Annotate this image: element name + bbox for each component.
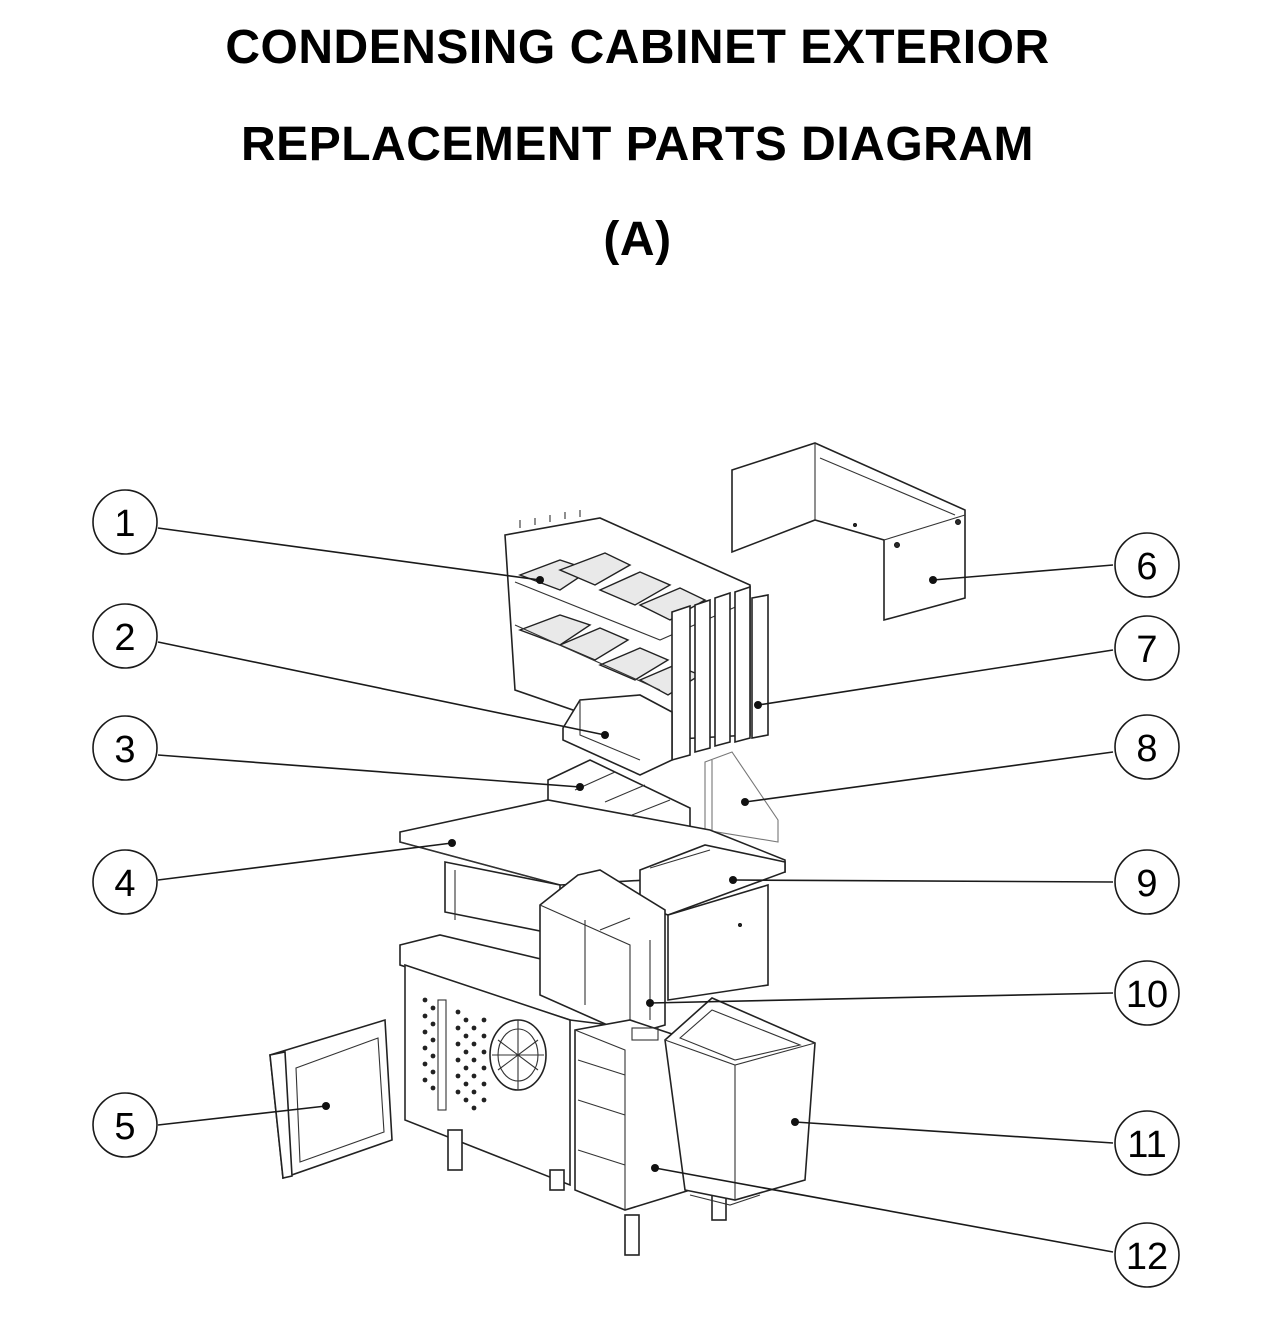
diagram-title-line-1: CONDENSING CABINET EXTERIOR [225, 21, 1050, 74]
leader-dots [322, 576, 937, 1172]
callout-2: 2 [92, 603, 158, 669]
callout-10: 10 [1114, 960, 1180, 1026]
condenser-fan [489, 1019, 547, 1091]
callout-label: 12 [1126, 1236, 1168, 1278]
callout-label: 8 [1136, 728, 1157, 770]
part-11-bin [664, 997, 816, 1206]
vent-grille [422, 997, 487, 1111]
part-9-right-tray [639, 844, 786, 1001]
part-8-shield [704, 751, 779, 843]
callout-4: 4 [92, 849, 158, 915]
part-5-door [269, 1018, 393, 1180]
callout-label: 1 [114, 503, 135, 545]
diagram-title-line-2: REPLACEMENT PARTS DIAGRAM [241, 118, 1034, 171]
callout-7: 7 [1114, 615, 1180, 681]
callout-6: 6 [1114, 532, 1180, 598]
part-6-panel [731, 442, 966, 622]
callout-3: 3 [92, 715, 158, 781]
callout-1: 1 [92, 489, 158, 555]
callout-label: 5 [114, 1106, 135, 1148]
callout-label: 3 [114, 729, 135, 771]
callout-label: 9 [1136, 863, 1157, 905]
callout-label: 10 [1126, 974, 1168, 1016]
part-10-holder [539, 869, 666, 1036]
callout-label: 7 [1136, 629, 1157, 671]
callout-9: 9 [1114, 849, 1180, 915]
callout-12: 12 [1114, 1222, 1180, 1288]
part-2-chute [562, 694, 673, 776]
leader-lines [157, 527, 1114, 1253]
callout-11: 11 [1114, 1110, 1180, 1176]
callout-label: 11 [1127, 1124, 1166, 1166]
callout-5: 5 [92, 1092, 158, 1158]
part-7-divider-panels [671, 585, 769, 762]
callout-label: 2 [114, 617, 135, 659]
callout-8: 8 [1114, 714, 1180, 780]
callout-label: 4 [114, 863, 135, 905]
diagram-title-line-3: (A) [603, 213, 672, 266]
callout-label: 6 [1136, 546, 1157, 588]
